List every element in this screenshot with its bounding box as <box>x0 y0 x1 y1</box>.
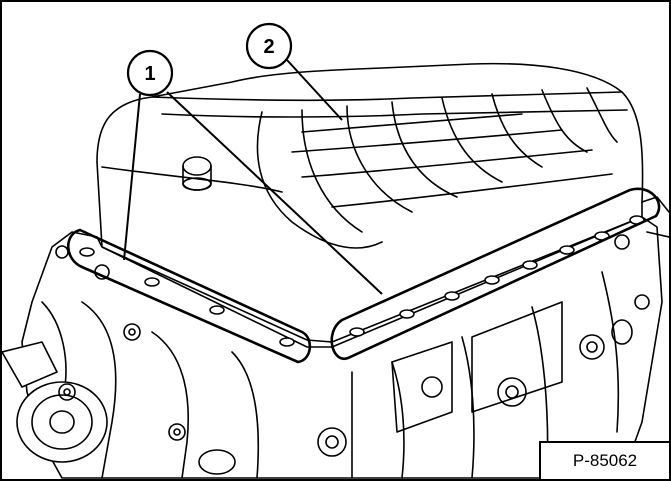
leader-line-1a <box>123 93 141 261</box>
left-flange-bolts <box>79 247 295 347</box>
right-bolt-row-outline <box>330 187 661 360</box>
pulley <box>16 381 108 463</box>
leader-line-2 <box>286 59 343 121</box>
right-flange-bolts <box>349 215 645 337</box>
callout-1: 1 <box>126 49 174 97</box>
callout-2: 2 <box>245 22 293 70</box>
callout-2-label: 2 <box>263 36 274 58</box>
figure-id-label: P-85062 <box>539 441 669 479</box>
callout-1-label: 1 <box>144 63 155 85</box>
leader-line-1b <box>166 91 383 295</box>
drain-plug <box>182 156 212 176</box>
left-bolt-row-outline <box>66 228 312 364</box>
